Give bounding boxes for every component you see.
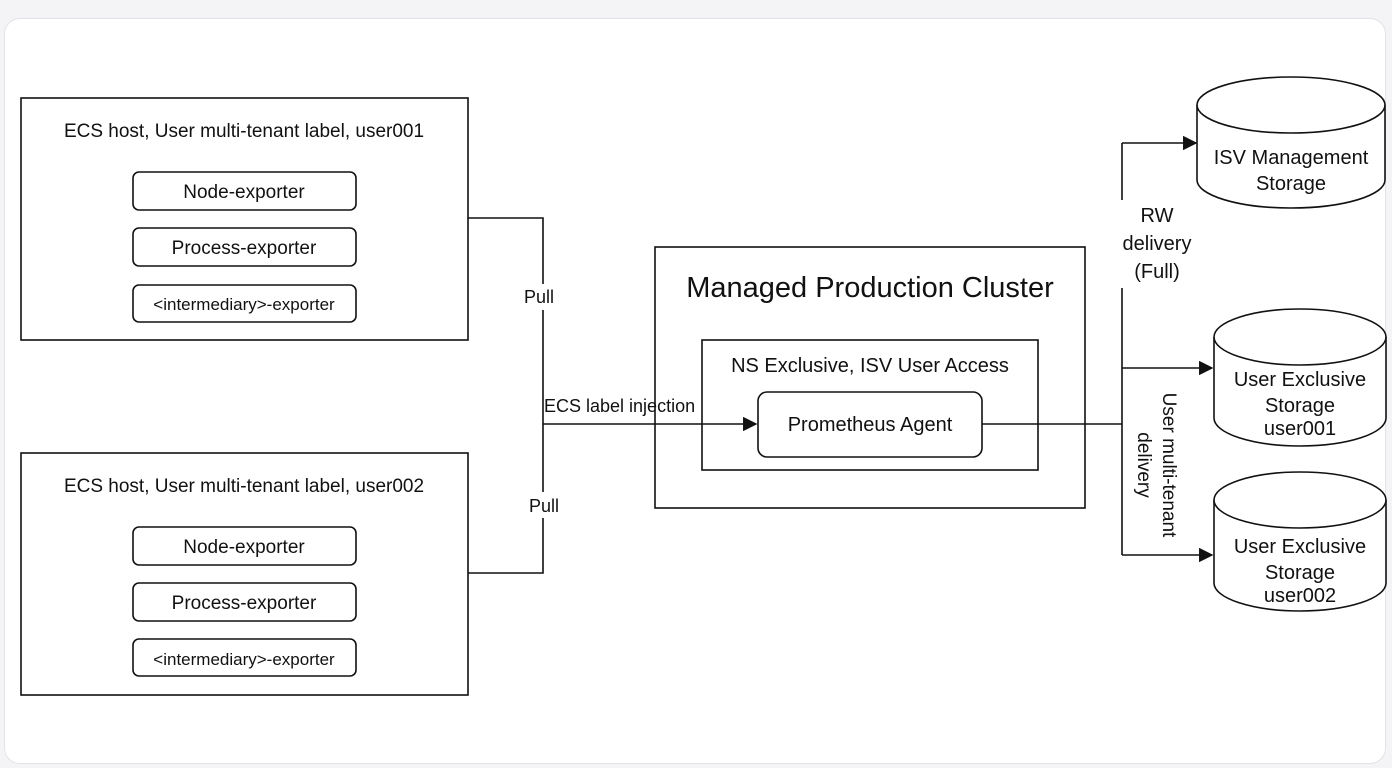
rw-delivery-label: RW delivery (Full) xyxy=(1123,205,1192,283)
prometheus-agent: Prometheus Agent xyxy=(757,391,983,458)
ecs-host-user002: ECS host, User multi-tenant label, user0… xyxy=(20,452,469,696)
injection-label: ECS label injection xyxy=(544,396,695,416)
isv-management-storage: ISV Management Storage xyxy=(1196,76,1386,209)
storage-label-line: user002 xyxy=(1264,585,1336,607)
user001-exclusive-storage: User Exclusive Storage user001 xyxy=(1213,308,1387,447)
managed-production-cluster: Managed Production Cluster NS Exclusive,… xyxy=(654,246,1086,509)
user002-exclusive-storage: User Exclusive Storage user002 xyxy=(1213,471,1387,612)
multi-tenant-line: delivery xyxy=(1133,432,1154,498)
namespace-label: NS Exclusive, ISV User Access xyxy=(731,355,1009,377)
multi-tenant-delivery-label: User multi-tenant delivery xyxy=(1133,393,1179,538)
ecs-host-user001: ECS host, User multi-tenant label, user0… xyxy=(20,97,469,341)
multi-tenant-line: User multi-tenant xyxy=(1158,393,1179,538)
exporter-intermediary: <intermediary>-exporter xyxy=(132,284,357,323)
pull-label-bottom: Pull xyxy=(529,496,559,516)
pull-connector-user001 xyxy=(468,217,544,424)
storage-label-line: Storage xyxy=(1265,395,1335,417)
storage-label-line: user001 xyxy=(1264,418,1336,440)
exporter-intermediary: <intermediary>-exporter xyxy=(132,638,357,677)
host-title: ECS host, User multi-tenant label, user0… xyxy=(64,121,424,142)
exporter-node: Node-exporter xyxy=(132,526,357,566)
storage-label-line: User Exclusive xyxy=(1234,536,1366,558)
host-title: ECS host, User multi-tenant label, user0… xyxy=(64,476,424,497)
exporter-process: Process-exporter xyxy=(132,582,357,622)
cluster-title: Managed Production Cluster xyxy=(686,272,1054,304)
exporter-label: <intermediary>-exporter xyxy=(153,650,335,669)
exporter-process: Process-exporter xyxy=(132,227,357,267)
exporter-label: Process-exporter xyxy=(172,593,317,614)
storage-label-line: ISV Management xyxy=(1214,147,1369,169)
exporter-label: Node-exporter xyxy=(183,537,305,558)
rw-delivery-line: delivery xyxy=(1123,233,1192,255)
rw-delivery-line: RW xyxy=(1141,205,1174,227)
pull-label-top: Pull xyxy=(524,287,554,307)
exporter-node: Node-exporter xyxy=(132,171,357,211)
exporter-label: <intermediary>-exporter xyxy=(153,295,335,314)
rw-delivery-line: (Full) xyxy=(1134,261,1180,283)
storage-label-line: User Exclusive xyxy=(1234,369,1366,391)
pull-connector-user002 xyxy=(468,424,544,574)
exporter-label: Node-exporter xyxy=(183,182,305,203)
storage-label-line: Storage xyxy=(1265,562,1335,584)
agent-label: Prometheus Agent xyxy=(788,414,953,436)
storage-label-line: Storage xyxy=(1256,173,1326,195)
exporter-label: Process-exporter xyxy=(172,238,317,259)
